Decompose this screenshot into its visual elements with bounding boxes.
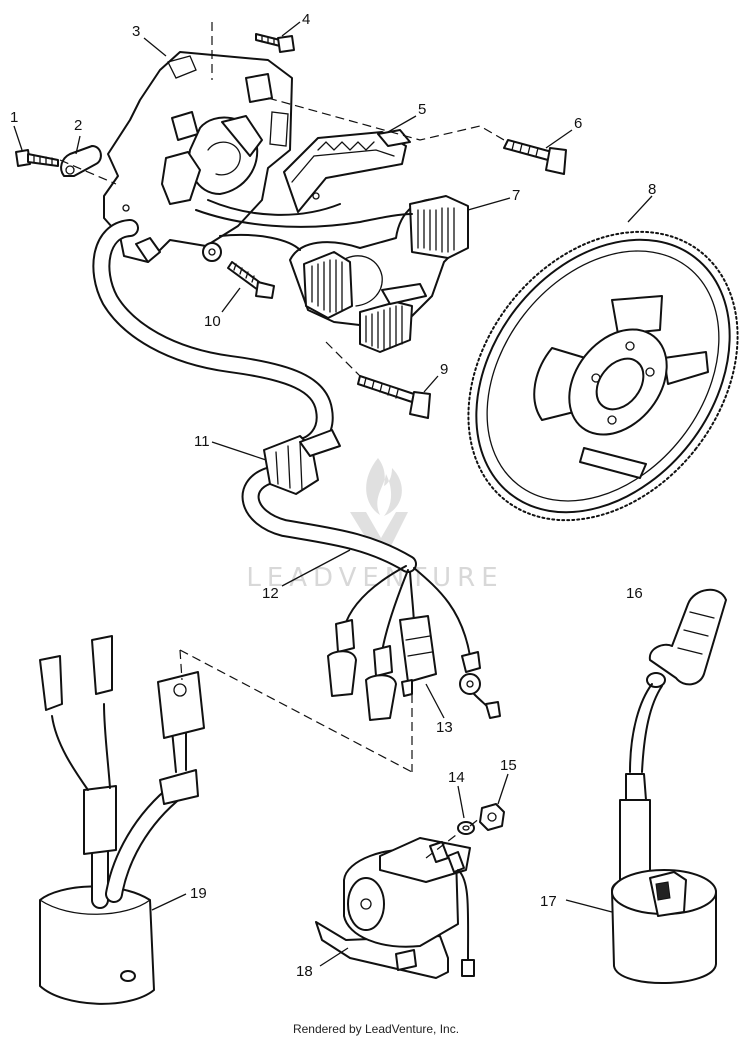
flywheel-8 bbox=[467, 230, 739, 522]
cdi-module-19 bbox=[39, 635, 205, 1005]
callout-10: 10 bbox=[204, 313, 221, 330]
washer-14 bbox=[457, 821, 475, 835]
callout-2: 2 bbox=[74, 117, 82, 134]
callout-5: 5 bbox=[418, 101, 426, 118]
ignition-coil-17 bbox=[611, 773, 717, 985]
grommet-11 bbox=[263, 429, 341, 495]
leader-lines bbox=[13, 21, 653, 967]
screw-9 bbox=[357, 375, 431, 419]
callout-9: 9 bbox=[440, 361, 448, 378]
clip-2 bbox=[60, 145, 102, 177]
screw-6 bbox=[503, 139, 567, 175]
callout-6: 6 bbox=[574, 115, 582, 132]
stator-coils-7 bbox=[289, 195, 469, 353]
screw-10 bbox=[227, 261, 275, 299]
callout-17: 17 bbox=[540, 893, 557, 910]
stator-plate bbox=[103, 51, 293, 263]
connector-branch-13 bbox=[327, 565, 501, 721]
spark-plug-cap-16 bbox=[629, 589, 727, 773]
callout-1: 1 bbox=[10, 109, 18, 126]
callout-14: 14 bbox=[448, 769, 465, 786]
callout-19: 19 bbox=[190, 885, 207, 902]
callout-18: 18 bbox=[296, 963, 313, 980]
callout-7: 7 bbox=[512, 187, 520, 204]
callouts: 1 2 3 4 5 6 7 8 9 10 11 12 13 14 15 16 1… bbox=[10, 11, 656, 980]
callout-16: 16 bbox=[626, 585, 643, 602]
callout-12: 12 bbox=[262, 585, 279, 602]
screw-1 bbox=[15, 149, 59, 167]
solenoid-18 bbox=[315, 837, 475, 979]
alignment-lines bbox=[59, 22, 505, 859]
module-5 bbox=[283, 129, 411, 213]
stator-wires bbox=[195, 199, 413, 251]
callout-3: 3 bbox=[132, 23, 140, 40]
callout-8: 8 bbox=[648, 181, 656, 198]
callout-4: 4 bbox=[302, 11, 310, 28]
nut-15 bbox=[479, 803, 505, 831]
screw-4 bbox=[255, 33, 295, 53]
callout-11: 11 bbox=[194, 433, 210, 450]
callout-15: 15 bbox=[500, 757, 517, 774]
footer-credit: Rendered by LeadVenture, Inc. bbox=[293, 1022, 459, 1036]
callout-13: 13 bbox=[436, 719, 453, 736]
main-harness-cable bbox=[92, 219, 417, 573]
watermark-text: LEADVENTURE bbox=[246, 563, 503, 593]
